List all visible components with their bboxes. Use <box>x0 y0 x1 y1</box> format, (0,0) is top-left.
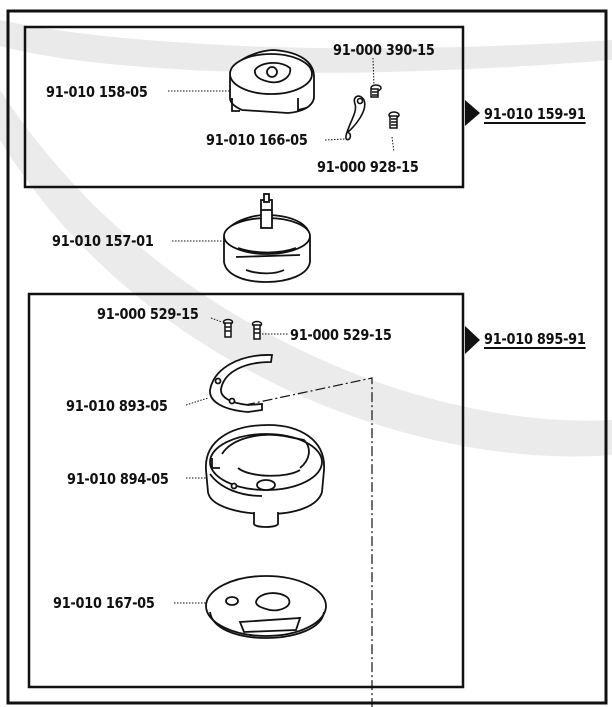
screw-390 <box>370 84 382 98</box>
assembly-arrow-bottom <box>465 326 480 354</box>
group-box-bottom <box>27 292 465 689</box>
assembly-label-159: 91-010 159-91 <box>484 105 586 123</box>
center-line <box>244 377 373 707</box>
watermark-swoosh <box>0 20 612 457</box>
group-box-top <box>23 25 465 189</box>
part-label-158: 91-010 158-05 <box>46 83 148 101</box>
bobbin-case-cover <box>229 49 315 114</box>
bobbin-case-base <box>223 193 311 283</box>
outer-frame <box>6 9 608 705</box>
part-label-893: 91-010 893-05 <box>66 397 168 415</box>
screw-928 <box>388 111 400 129</box>
retainer-ring <box>209 354 274 413</box>
leader-lines <box>168 57 395 604</box>
part-label-529-right: 91-000 529-15 <box>290 326 392 344</box>
part-label-894: 91-010 894-05 <box>67 470 169 488</box>
screw-529-left <box>222 318 234 338</box>
part-label-529-left: 91-000 529-15 <box>97 305 199 323</box>
assembly-label-895: 91-010 895-91 <box>484 330 586 348</box>
part-label-157: 91-010 157-01 <box>52 232 154 250</box>
tension-spring <box>345 95 366 141</box>
part-label-166: 91-010 166-05 <box>206 131 308 149</box>
part-label-167: 91-010 167-05 <box>53 594 155 612</box>
assembly-arrow-top <box>465 100 480 126</box>
part-label-390: 91-000 390-15 <box>333 41 435 59</box>
part-label-928: 91-000 928-15 <box>317 158 419 176</box>
hook-plate <box>205 575 327 639</box>
rotary-hook <box>205 424 325 528</box>
screw-529-right <box>251 320 263 340</box>
